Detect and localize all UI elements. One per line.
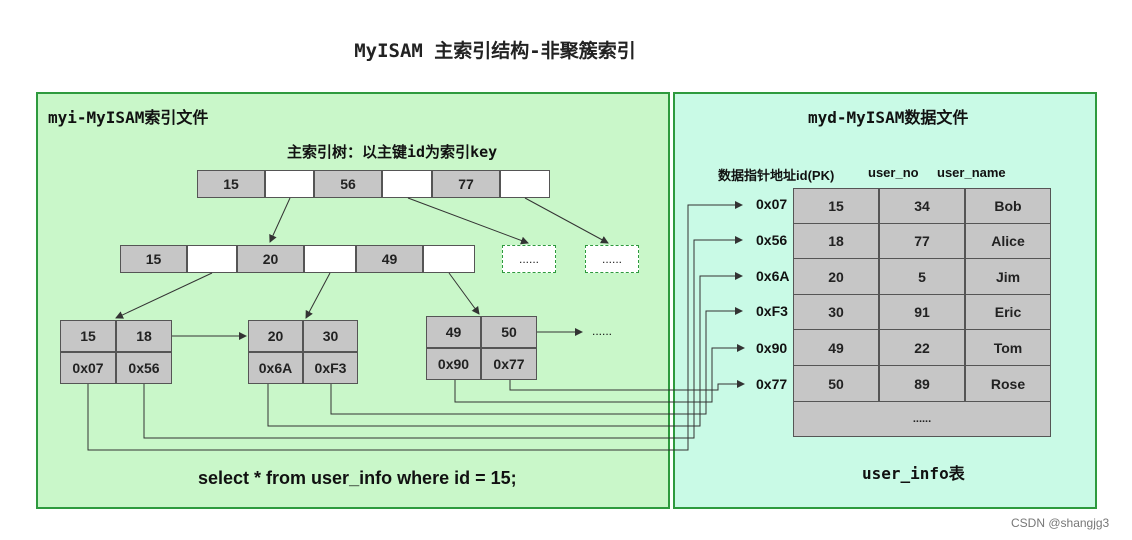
leaf-key: 30 [303,320,358,352]
data-pointer-edge [454,344,745,403]
row-address: 0x56 [756,232,788,248]
leaf-key: 49 [426,316,481,348]
leaf-data-pointer: 0xF3 [303,352,358,384]
root-key: 77 [432,170,500,198]
header-user-name: user_name [937,165,1006,180]
row-address: 0xF3 [756,303,788,319]
cell-id: 30 [793,294,879,330]
leaf-key: 50 [481,316,537,348]
index-file-panel [36,92,670,509]
cell-user-no: 77 [879,223,965,259]
root-key: 56 [314,170,382,198]
data-pointer-edge [267,272,743,427]
tree-edge [305,272,331,319]
root-pointer [265,170,314,198]
header-id: id(PK) [796,168,835,183]
leaf-data-pointer: 0x6A [248,352,303,384]
header-pointer-address: 数据指针地址 [718,168,797,183]
cell-user-name: Jim [965,258,1051,295]
tree-edge [269,197,291,243]
row-address: 0x07 [756,196,788,212]
internal-key: 20 [237,245,304,273]
table-header-row: 数据指针地址id(PK) [718,165,834,184]
tree-edge [448,272,480,315]
tree-edge [115,272,213,319]
cell-user-no: 34 [879,188,965,224]
root-pointer [500,170,550,198]
cell-id: 50 [793,365,879,402]
query-text: select * from user_info where id = 15; [198,468,517,488]
root-pointer [382,170,432,198]
internal-pointer [187,245,237,273]
internal-pointer [304,245,356,273]
row-address: 0x77 [756,376,788,392]
data-pointer-edge [509,380,745,391]
data-pointer-edge [143,236,743,439]
leaf-data-pointer: 0x07 [60,352,116,384]
leaf-key: 18 [116,320,172,352]
row-address: 0x90 [756,340,788,356]
root-key: 15 [197,170,265,198]
internal-pointer [423,245,475,273]
cell-user-no: 91 [879,294,965,330]
leaf-data-pointer: 0x90 [426,348,481,380]
leaf-data-pointer: 0x56 [116,352,172,384]
data-file-title: myd-MyISAM数据文件 [808,108,969,127]
tree-edge [524,197,609,244]
cell-id: 18 [793,223,879,259]
leaf-data-pointer: 0x77 [481,348,537,380]
cell-user-no: 22 [879,329,965,366]
tree-edge [407,197,529,245]
leaf-key: 15 [60,320,116,352]
placeholder-node: ...... [585,245,639,273]
cell-user-name: Rose [965,365,1051,402]
data-pointer-edge [330,307,743,415]
internal-key: 49 [356,245,423,273]
leaf-more: ...... [592,324,613,338]
index-file-title: myi-MyISAM索引文件 [48,108,209,127]
watermark: CSDN @shangjg3 [1011,516,1110,530]
placeholder-node: ...... [502,245,556,273]
row-address: 0x6A [756,268,790,284]
header-user-no: user_no [868,165,919,180]
table-more-row: ...... [793,401,1051,437]
internal-key: 15 [120,245,187,273]
data-pointer-edge [87,201,743,451]
leaf-key: 20 [248,320,303,352]
cell-user-name: Tom [965,329,1051,366]
cell-id: 20 [793,258,879,295]
table-caption: user_info表 [862,464,965,483]
page-title: MyISAM 主索引结构-非聚簇索引 [354,40,636,62]
tree-caption: 主索引树：以主键id为索引key [287,143,498,161]
cell-id: 15 [793,188,879,224]
